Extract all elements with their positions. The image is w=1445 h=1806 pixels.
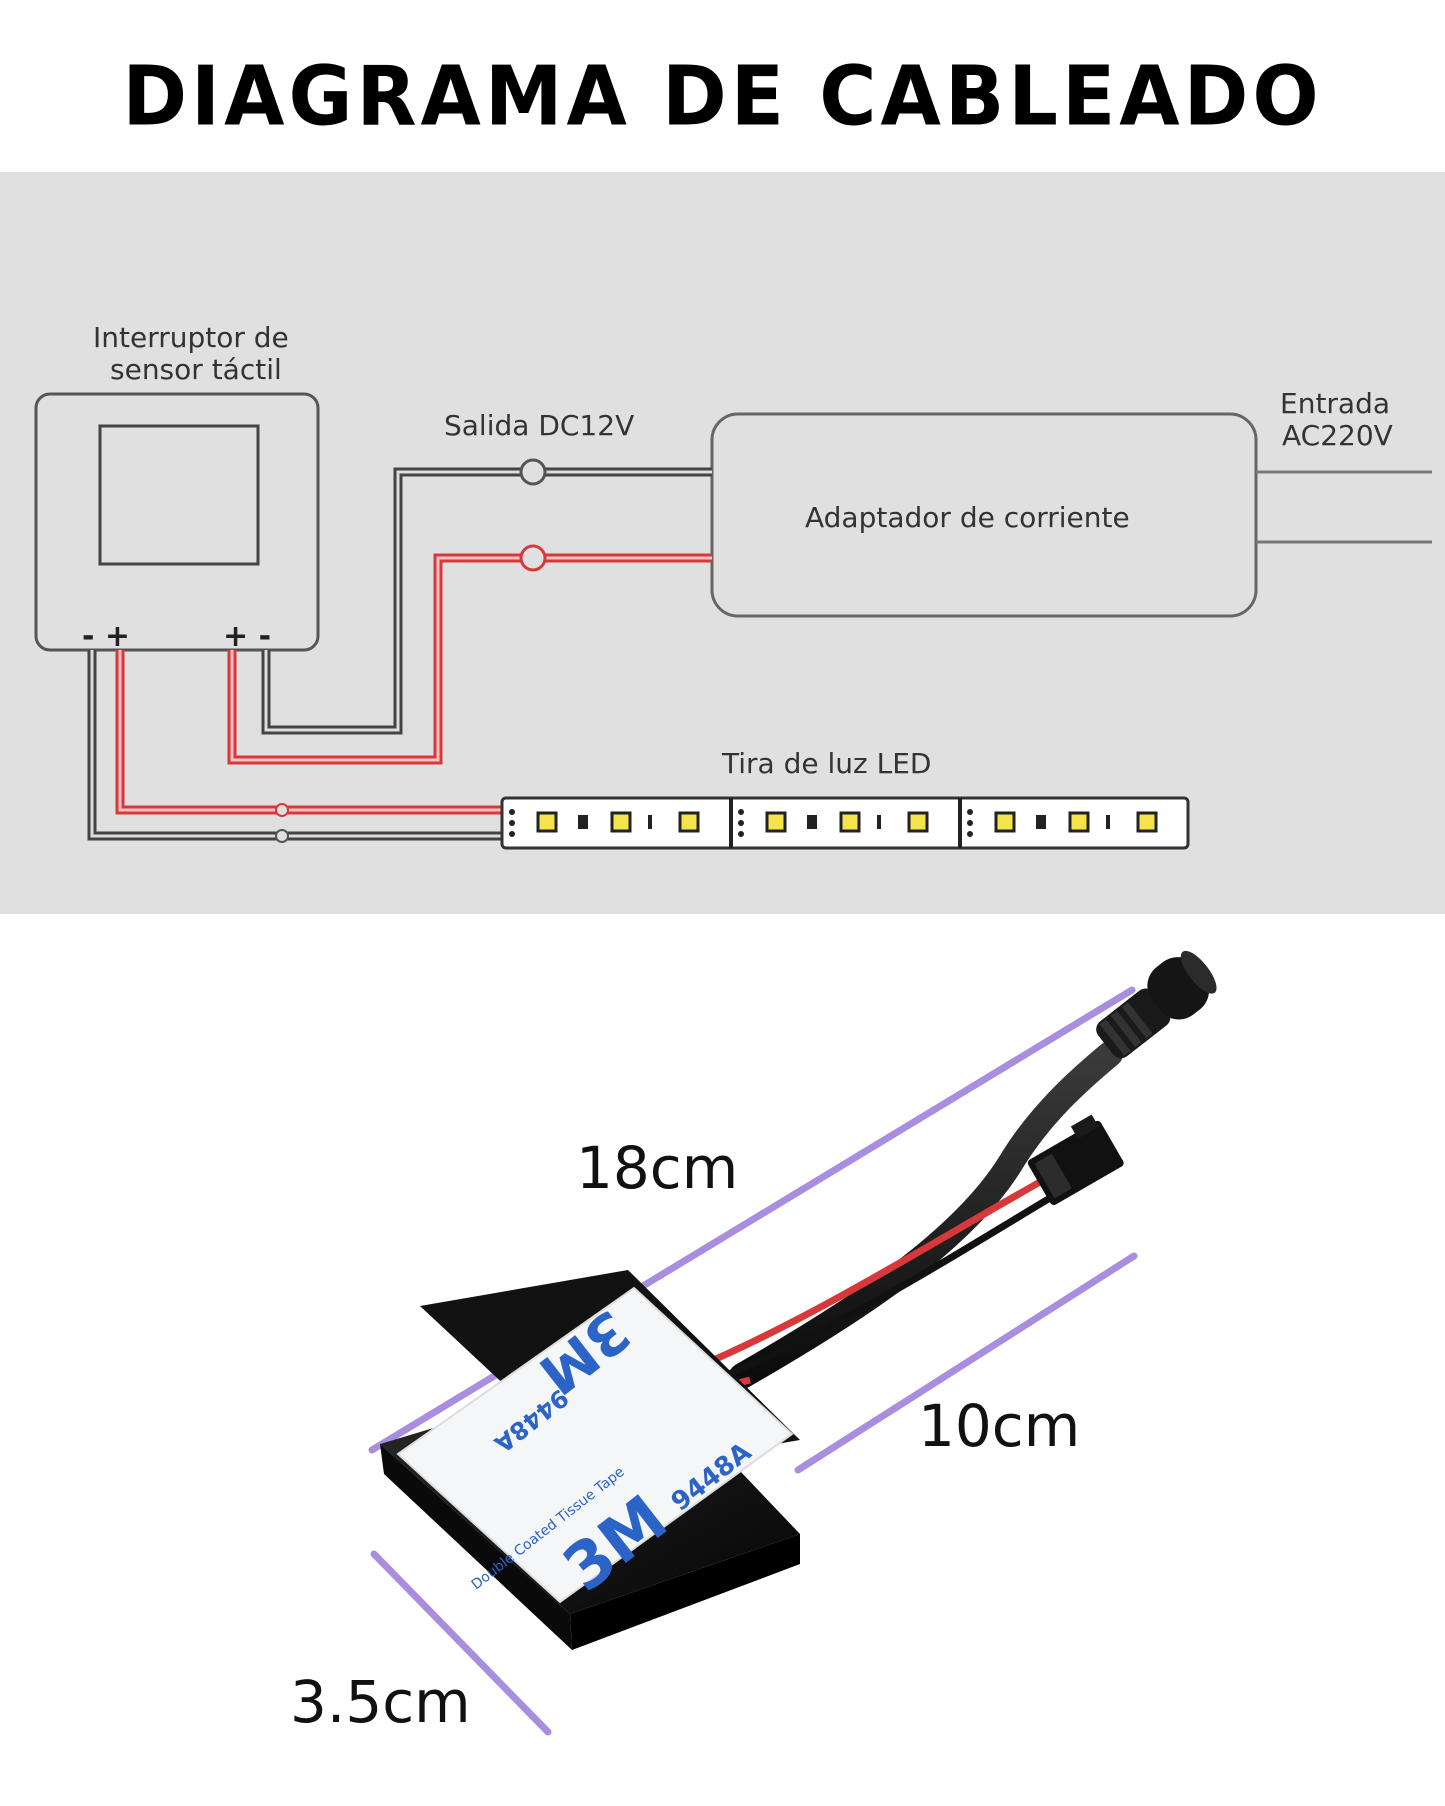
power-adapter-box: [710, 412, 1258, 618]
led-resistor: [1106, 815, 1110, 829]
led-chip: [907, 811, 929, 833]
led-chip: [994, 811, 1016, 833]
led-chip: [678, 811, 700, 833]
led-resistor: [877, 815, 881, 829]
adapter-label: Adaptador de corriente: [805, 501, 1130, 534]
red-wire: [698, 1178, 1042, 1370]
led-chip: [839, 811, 861, 833]
touch-switch-box: [34, 392, 320, 652]
switch-label-line1: Interruptor de: [93, 321, 289, 354]
length-dimension-label: 18cm: [576, 1134, 739, 1202]
dc-red-connector: [519, 544, 547, 572]
wiring-diagram-canvas: - + + -: [34, 392, 1432, 850]
led-chip: [610, 811, 632, 833]
jst-connector: [1027, 1114, 1124, 1206]
led-strip-pad: [509, 809, 515, 815]
led-resistor: [807, 815, 817, 829]
dc-black-wire: [261, 467, 712, 735]
width-dimension-label: 3.5cm: [290, 1668, 471, 1736]
led-strip-pad: [738, 809, 744, 815]
led-strip: [500, 796, 1190, 850]
cable-dimension-line: [794, 1252, 1138, 1474]
switch-label-line2: sensor táctil: [110, 353, 282, 386]
dc-jack: [1096, 950, 1217, 1059]
wiring-diagram: - + + - Interruptor de sensor táctil Sal…: [0, 172, 1445, 914]
product-photo: 3M 9448A Double Coated Tissue Tape 3M 94…: [0, 914, 1445, 1806]
led-strip-pad: [967, 809, 973, 815]
led-chip: [1136, 811, 1158, 833]
sensor-box: 3M 9448A Double Coated Tissue Tape 3M 94…: [380, 1270, 800, 1650]
input-label-line1: Entrada: [1280, 387, 1391, 420]
product-illustration: 3M 9448A Double Coated Tissue Tape 3M 94…: [368, 950, 1217, 1736]
3m-adhesive-tape: [396, 1286, 794, 1604]
led-strip-pad: [738, 820, 744, 826]
switch-terminal-left-label: - +: [82, 619, 130, 654]
led-strip-pad: [738, 831, 744, 837]
dc-black-connector: [519, 458, 547, 486]
led-chip: [1068, 811, 1090, 833]
led-strip-pad: [509, 831, 515, 837]
thin-black-wire: [703, 1194, 1052, 1388]
touch-switch-pad: [98, 424, 260, 566]
led-resistor: [578, 815, 588, 829]
dc-cable: [729, 1041, 1123, 1389]
output-label: Salida DC12V: [444, 409, 635, 442]
led-resistor: [648, 815, 652, 829]
led-chip: [536, 811, 558, 833]
input-label-line2: AC220V: [1282, 419, 1393, 452]
page-title: DIAGRAMA DE CABLEADO: [122, 49, 1323, 145]
switch-terminal-right-label: + -: [223, 619, 271, 654]
led-strip-pad: [509, 820, 515, 826]
led-chip: [765, 811, 787, 833]
led-strip-pad: [967, 831, 973, 837]
cable-dimension-label: 10cm: [918, 1392, 1081, 1460]
led-strip-pad: [967, 820, 973, 826]
strip-label: Tira de luz LED: [722, 747, 932, 780]
led-resistor: [1036, 815, 1046, 829]
width-dimension-line: [370, 1550, 552, 1736]
